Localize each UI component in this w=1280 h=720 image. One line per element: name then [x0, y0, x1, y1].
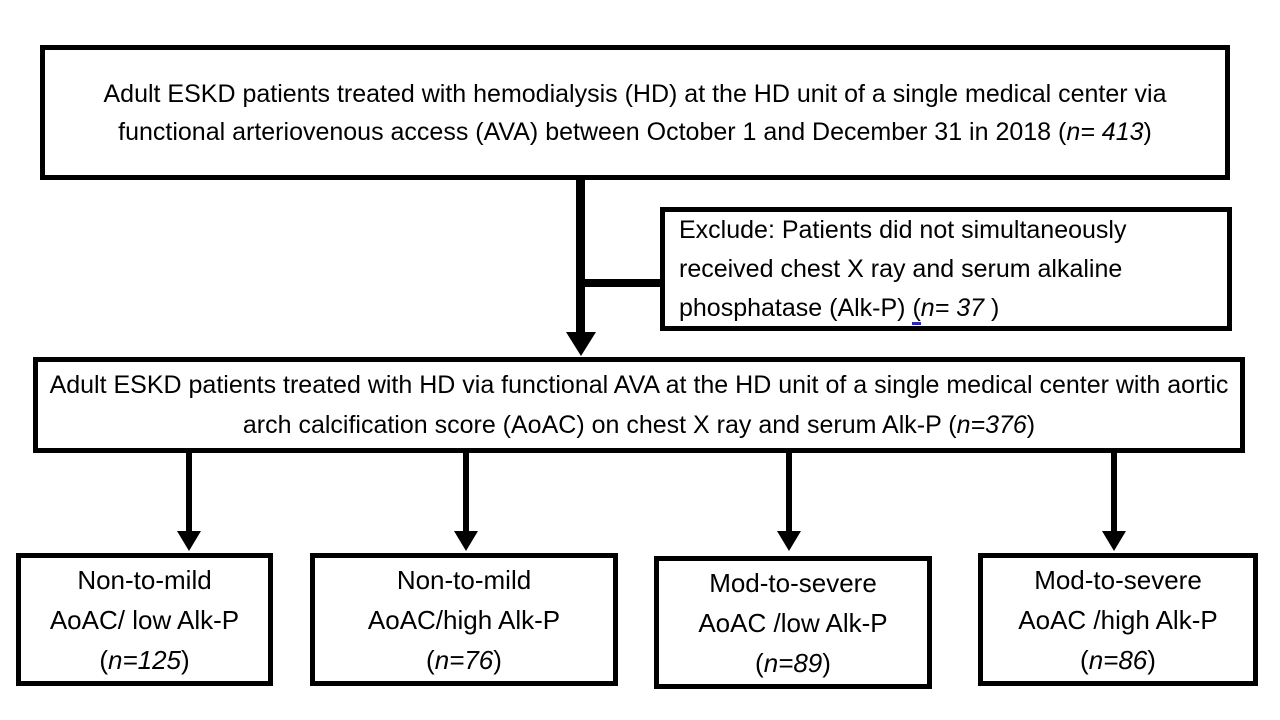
exclude-underlined-paren: ( — [912, 293, 921, 325]
arrowhead-into-outcome-3 — [777, 531, 801, 551]
connector-top-to-middle-line — [576, 179, 585, 334]
exclude-box-text: Exclude: Patients did not simultaneously… — [679, 211, 1213, 328]
outcome-box-non-mild-high-alkp: Non-to-mild AoAC/high Alk-P (n=76) — [310, 553, 618, 686]
connector-to-outcome-4 — [1111, 453, 1117, 533]
exclude-box: Exclude: Patients did not simultaneously… — [660, 207, 1232, 331]
outcome-box-text: Mod-to-severe AoAC /low Alk-P (n=89) — [698, 567, 888, 678]
outcome-box-non-mild-low-alkp: Non-to-mild AoAC/ low Alk-P (n=125) — [16, 553, 273, 686]
exclude-n-value: n= 37 — [920, 293, 985, 322]
outcome-2-n-value: n=76 — [434, 644, 494, 675]
outcome-1-n-value: n=125 — [107, 644, 182, 675]
connector-branch-to-exclude — [580, 279, 662, 287]
outcome-box-text: Mod-to-severe AoAC /high Alk-P (n=86) — [1018, 564, 1218, 675]
analyzed-cohort-n-value: n=376 — [956, 411, 1027, 439]
arrowhead-into-outcome-1 — [177, 531, 201, 551]
connector-to-outcome-2 — [463, 453, 469, 533]
enrollment-box-text: Adult ESKD patients treated with hemodia… — [103, 79, 1167, 146]
arrowhead-into-outcome-4 — [1102, 531, 1126, 551]
arrowhead-into-outcome-2 — [454, 531, 478, 551]
outcome-3-n-value: n=89 — [763, 647, 823, 678]
outcome-box-text: Non-to-mild AoAC/high Alk-P (n=76) — [367, 564, 561, 675]
enrollment-n-value: n= 413 — [1066, 117, 1144, 146]
outcome-box-text: Non-to-mild AoAC/ low Alk-P (n=125) — [49, 564, 240, 675]
outcome-box-mod-severe-high-alkp: Mod-to-severe AoAC /high Alk-P (n=86) — [978, 553, 1258, 686]
connector-to-outcome-1 — [186, 453, 192, 533]
analyzed-cohort-box-text: Adult ESKD patients treated with HD via … — [49, 371, 1229, 439]
connector-to-outcome-3 — [786, 453, 792, 533]
outcome-box-mod-severe-low-alkp: Mod-to-severe AoAC /low Alk-P (n=89) — [654, 556, 932, 689]
arrowhead-into-middle-box — [566, 332, 596, 356]
enrollment-box: Adult ESKD patients treated with hemodia… — [40, 45, 1230, 180]
analyzed-cohort-box: Adult ESKD patients treated with HD via … — [33, 357, 1245, 453]
outcome-4-n-value: n=86 — [1088, 644, 1148, 675]
